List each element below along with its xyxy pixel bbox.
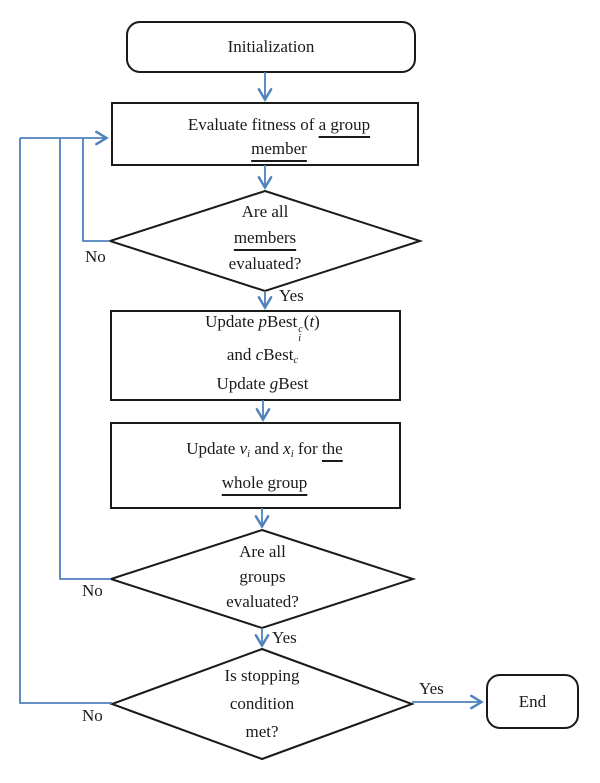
- update-best-l3-update: Update: [216, 373, 270, 393]
- shape-stopping-decision-diamond: [109, 647, 415, 761]
- update-best-l1-close-paren: ): [314, 312, 320, 332]
- update-best-l2-best: Best: [263, 345, 294, 364]
- update-best-subscript: i: [298, 332, 302, 344]
- members-line2-underlined: members: [233, 228, 297, 247]
- loop-stopping-no: [19, 138, 112, 704]
- update-best-l2-and: and: [226, 345, 256, 364]
- shape-update-velocity-process: [110, 422, 401, 509]
- update-best-l1-open-paren: (: [303, 312, 310, 332]
- update-vel-l1-x: x: [283, 438, 291, 458]
- update-best-superscript: c: [298, 323, 303, 335]
- members-line2: members: [234, 225, 296, 251]
- groups-line2: groups: [239, 567, 286, 586]
- node-end: End: [487, 675, 578, 728]
- evaluate-line1-underlined: a group: [318, 115, 371, 134]
- evaluate-line1: Evaluate fitness of a group: [188, 113, 370, 137]
- shape-end-terminator: [486, 674, 579, 729]
- shape-evaluate-process: [111, 102, 419, 166]
- shape-update-best-process: [110, 310, 401, 401]
- update-vel-l1-x-sub: i: [290, 448, 294, 460]
- update-vel-l1-v-sub: i: [247, 448, 251, 460]
- node-update-velocity-position: Update vi and xi for the whole group: [111, 423, 400, 508]
- members-line1: Are all: [241, 202, 289, 221]
- node-initialization: Initialization: [127, 22, 415, 72]
- node-decision-groups-evaluated: Are all groups evaluated?: [112, 530, 413, 628]
- update-vel-line2: whole group: [222, 468, 307, 497]
- update-vel-line2-underlined: whole group: [221, 473, 308, 493]
- end-label: End: [518, 691, 547, 711]
- update-best-l1-p: p: [258, 312, 268, 332]
- update-vel-l1-v: v: [239, 438, 248, 458]
- update-best-l1-best: Best: [267, 312, 298, 332]
- update-best-l1-t: t: [309, 312, 315, 332]
- stopping-line3: met?: [245, 722, 279, 741]
- update-best-l3-g: g: [269, 373, 279, 393]
- update-vel-l1-and: and: [250, 438, 284, 458]
- update-vel-l1-for: for: [293, 438, 322, 458]
- groups-line1: Are all: [239, 542, 286, 561]
- evaluate-line2: member: [251, 137, 307, 161]
- node-decision-stopping-condition: Is stopping condition met?: [112, 649, 412, 759]
- evaluate-line1-prefix: Evaluate fitness of: [187, 115, 319, 134]
- update-best-line2: and cBestc: [227, 343, 298, 372]
- node-evaluate-fitness: Evaluate fitness of a group member: [112, 103, 418, 165]
- label-groups-no: No: [82, 581, 103, 600]
- update-vel-l1-the: the: [321, 438, 343, 458]
- update-best-l1-update: Update: [205, 312, 259, 332]
- update-vel-l1-update: Update: [186, 438, 240, 458]
- initialization-label: Initialization: [227, 37, 315, 56]
- label-members-yes: Yes: [279, 286, 304, 305]
- label-stopping-no: No: [82, 706, 103, 725]
- shape-initialization-terminator: [126, 21, 416, 73]
- stopping-line1: Is stopping: [224, 666, 300, 685]
- groups-line3: evaluated?: [226, 592, 299, 611]
- members-line3: evaluated?: [228, 254, 302, 273]
- label-stopping-yes: Yes: [419, 679, 444, 698]
- update-vel-line1: Update vi and xi for the: [186, 434, 342, 469]
- stopping-line2: condition: [229, 694, 295, 713]
- node-decision-members-evaluated: Are all members evaluated?: [110, 191, 420, 291]
- update-best-l2-c: c: [255, 345, 264, 364]
- label-members-no: No: [85, 247, 106, 266]
- loop-members-no: [82, 138, 110, 242]
- update-best-l3-best: Best: [278, 373, 309, 393]
- loop-groups-no: [59, 138, 111, 580]
- update-best-line3: Update gBest: [216, 372, 308, 395]
- label-groups-yes: Yes: [272, 628, 297, 647]
- evaluate-line2-underlined: member: [251, 139, 307, 158]
- update-best-l2-subscript: c: [293, 354, 299, 366]
